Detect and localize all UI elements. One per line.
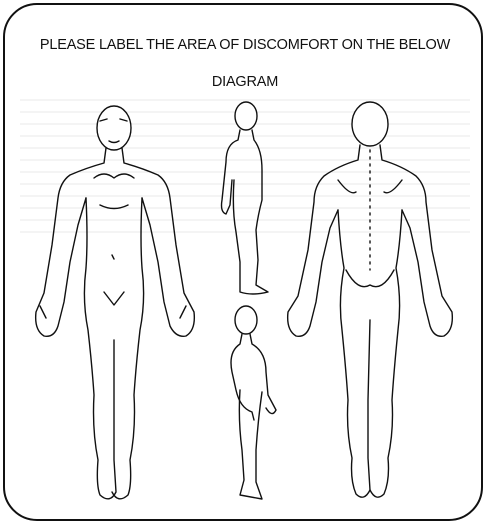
side-view-bottom-figure[interactable] (231, 306, 276, 499)
back-view-figure[interactable] (288, 102, 453, 497)
side-view-top-figure[interactable] (222, 102, 269, 294)
front-view-figure[interactable] (36, 106, 195, 499)
